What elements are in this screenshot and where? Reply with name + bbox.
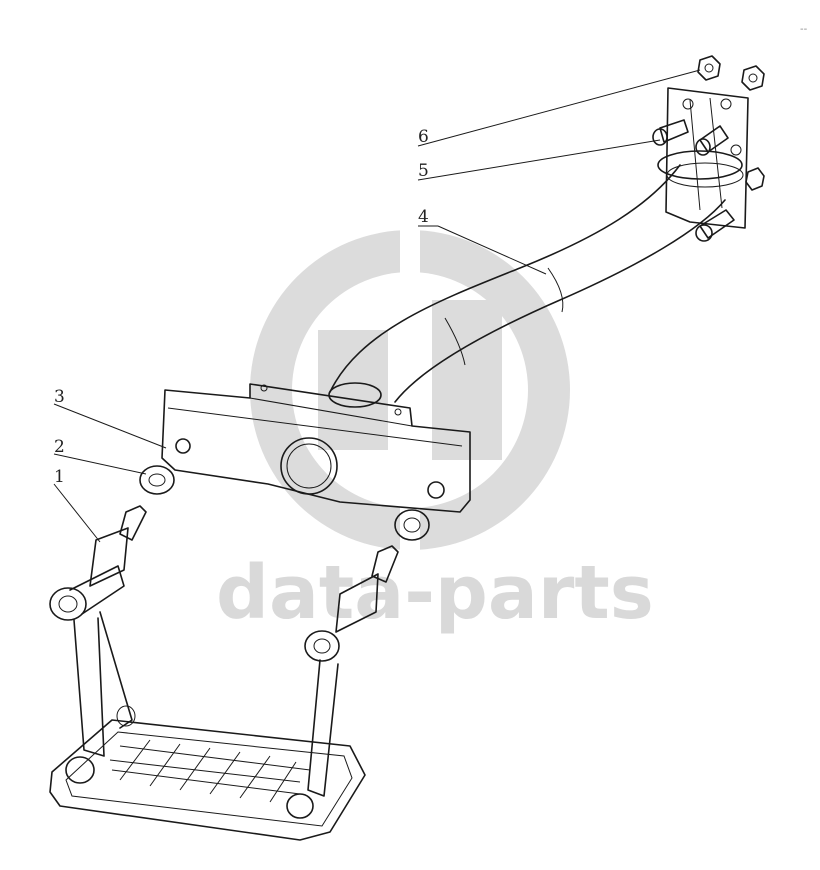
- callout-number: 3: [54, 387, 65, 407]
- callout-5: 5: [417, 139, 661, 181]
- bolt: [695, 209, 735, 242]
- callout-3: 3: [53, 387, 167, 449]
- callout-number: 1: [54, 467, 65, 487]
- corner-mark: --: [800, 24, 808, 35]
- part-step-assembly: [49, 505, 399, 841]
- callout-2: 2: [53, 437, 147, 475]
- tread-pattern: [109, 739, 311, 803]
- nut: [745, 167, 765, 191]
- callout-number: 4: [418, 207, 429, 227]
- callout-number: 6: [418, 127, 429, 147]
- callouts: 1 2 3 4 5 6: [53, 69, 701, 543]
- washer: [139, 465, 175, 495]
- callout-number: 5: [418, 161, 429, 181]
- callout-number: 2: [54, 437, 65, 457]
- washer: [394, 509, 430, 541]
- callout-4: 4: [418, 207, 547, 275]
- nut: [741, 65, 765, 91]
- callout-6: 6: [417, 69, 701, 147]
- part-bracket-plate: [161, 383, 471, 513]
- bolt: [695, 125, 729, 156]
- watermark-text: data-parts: [216, 550, 654, 636]
- part-flange: [652, 55, 765, 242]
- part-tube: [328, 164, 726, 408]
- nut: [697, 55, 721, 81]
- callout-1: 1: [53, 467, 101, 543]
- watermark: data-parts: [216, 220, 654, 636]
- dp-logo-icon: [250, 220, 570, 560]
- bolt: [652, 119, 689, 146]
